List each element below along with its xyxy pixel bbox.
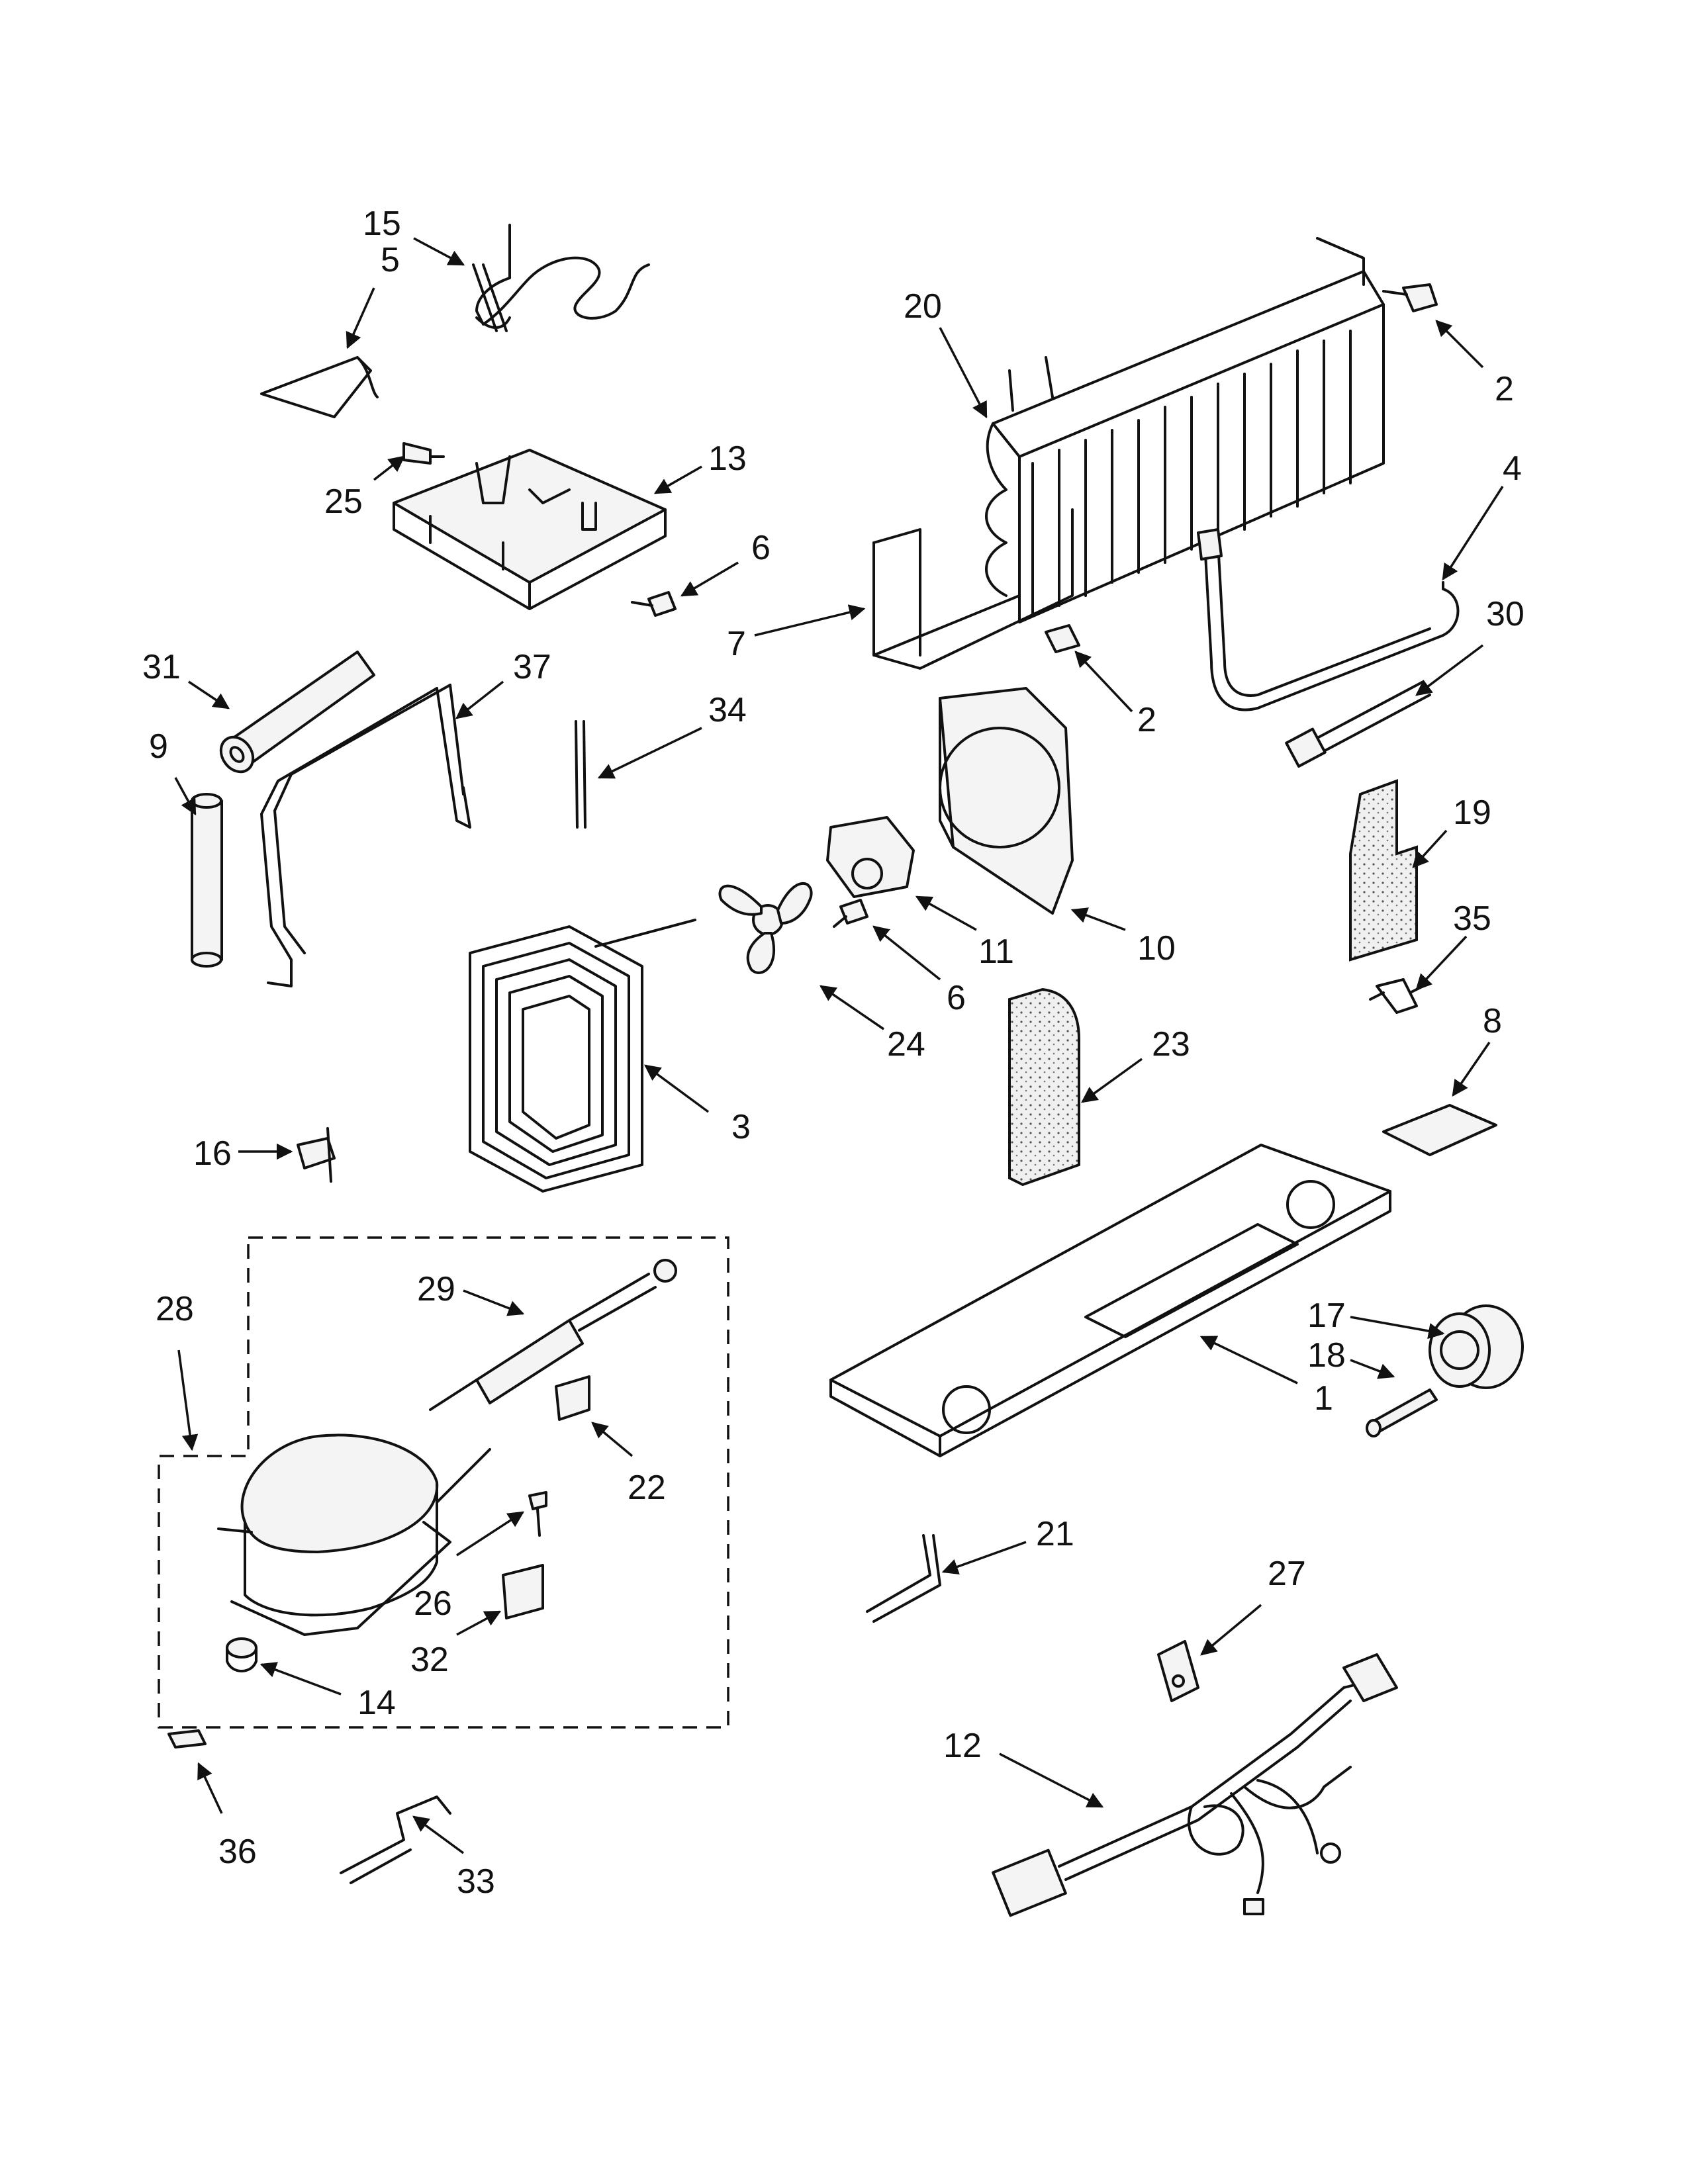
- callout-3: 3: [731, 1108, 751, 1146]
- callout-25: 25: [324, 482, 363, 521]
- bracket-27-part: [1157, 1640, 1199, 1702]
- callout-15: 15: [363, 205, 401, 243]
- callout-31: 31: [142, 648, 181, 686]
- evaporator-part: [872, 237, 1385, 670]
- screw-6-upper-part: [631, 591, 677, 617]
- overload-part: [502, 1564, 544, 1619]
- compressor-part: [217, 1433, 491, 1636]
- callout-21: 21: [1036, 1515, 1074, 1553]
- clip-36-part: [167, 1729, 207, 1749]
- clip-16-part: [297, 1127, 336, 1183]
- foam-block-19-part: [1349, 779, 1418, 962]
- callout-5: 5: [381, 241, 400, 279]
- callout-24: 24: [887, 1025, 925, 1064]
- condenser-part: [469, 919, 696, 1193]
- base-pan-part: [829, 1144, 1391, 1457]
- callout-13: 13: [708, 439, 747, 478]
- callout-16: 16: [193, 1134, 232, 1173]
- callout-20: 20: [904, 287, 942, 326]
- cable-tie-part: [1285, 680, 1431, 768]
- screw-26-part: [528, 1491, 547, 1537]
- callout-7: 7: [727, 625, 746, 663]
- fan-motor-part: [826, 816, 915, 898]
- wire-bracket-part: [260, 356, 379, 418]
- callout-9: 9: [149, 727, 168, 766]
- callout-14: 14: [357, 1684, 396, 1722]
- callout-12: 12: [943, 1727, 982, 1765]
- callout-4: 4: [1503, 449, 1522, 488]
- relay-part: [555, 1375, 590, 1421]
- insulation-tube-part: [219, 651, 375, 774]
- callout-19: 19: [1453, 794, 1491, 832]
- compressor-group-boundary: [158, 1236, 729, 1729]
- leader-lines: [174, 237, 1504, 1854]
- axle-pin-part: [1366, 1388, 1438, 1437]
- callout-22: 22: [628, 1469, 666, 1507]
- screw-25-part: [402, 442, 445, 465]
- fan-blade-part: [718, 882, 813, 974]
- wire-bracket-33-part: [340, 1796, 451, 1884]
- callout-17: 17: [1307, 1297, 1346, 1335]
- wire-harness-part: [992, 1653, 1398, 1917]
- callout-11: 11: [978, 933, 1014, 971]
- callout-labels: 15 5 20 2 13 25 4 6 7 30 31 37 2 34 9 19…: [142, 205, 1524, 1901]
- screw-6-lower-part: [833, 899, 868, 928]
- callout-32: 32: [410, 1641, 449, 1679]
- clip-35-part: [1369, 978, 1425, 1014]
- process-tube-part: [260, 684, 471, 987]
- tube-9-part: [191, 793, 223, 968]
- callout-30: 30: [1486, 595, 1524, 633]
- callout-33: 33: [457, 1862, 495, 1901]
- control-box-part: [393, 449, 667, 610]
- callout-8: 8: [1483, 1002, 1502, 1040]
- grommet-part: [226, 1637, 258, 1672]
- callout-36: 36: [218, 1833, 257, 1871]
- tube-21-part: [866, 1534, 941, 1623]
- callout-29: 29: [417, 1270, 455, 1308]
- callout-37: 37: [513, 648, 551, 686]
- drain-heater-part: [472, 224, 650, 332]
- callout-28: 28: [156, 1290, 194, 1328]
- defrost-heater-part: [1197, 528, 1460, 711]
- rod-34-part: [575, 720, 586, 829]
- screw-2-lower-part: [1045, 624, 1080, 653]
- callout-34: 34: [708, 691, 747, 729]
- callout-35: 35: [1453, 899, 1491, 938]
- callout-26: 26: [414, 1584, 452, 1623]
- callout-2-upper: 2: [1495, 370, 1514, 408]
- screw-2-upper-part: [1382, 283, 1438, 312]
- callout-10: 10: [1137, 929, 1176, 968]
- callout-27: 27: [1268, 1555, 1306, 1593]
- fan-shroud-part: [939, 687, 1074, 915]
- callout-6-lower: 6: [947, 979, 966, 1017]
- foam-block-23-part: [1008, 987, 1080, 1187]
- filter-drier-part: [429, 1259, 677, 1411]
- callout-2-lower: 2: [1137, 701, 1156, 739]
- wheel-part: [1429, 1304, 1524, 1389]
- callout-18: 18: [1307, 1336, 1346, 1375]
- callout-23: 23: [1152, 1025, 1190, 1064]
- gasket-8-part: [1382, 1104, 1497, 1156]
- callout-1: 1: [1314, 1379, 1333, 1418]
- callout-6-upper: 6: [751, 529, 771, 567]
